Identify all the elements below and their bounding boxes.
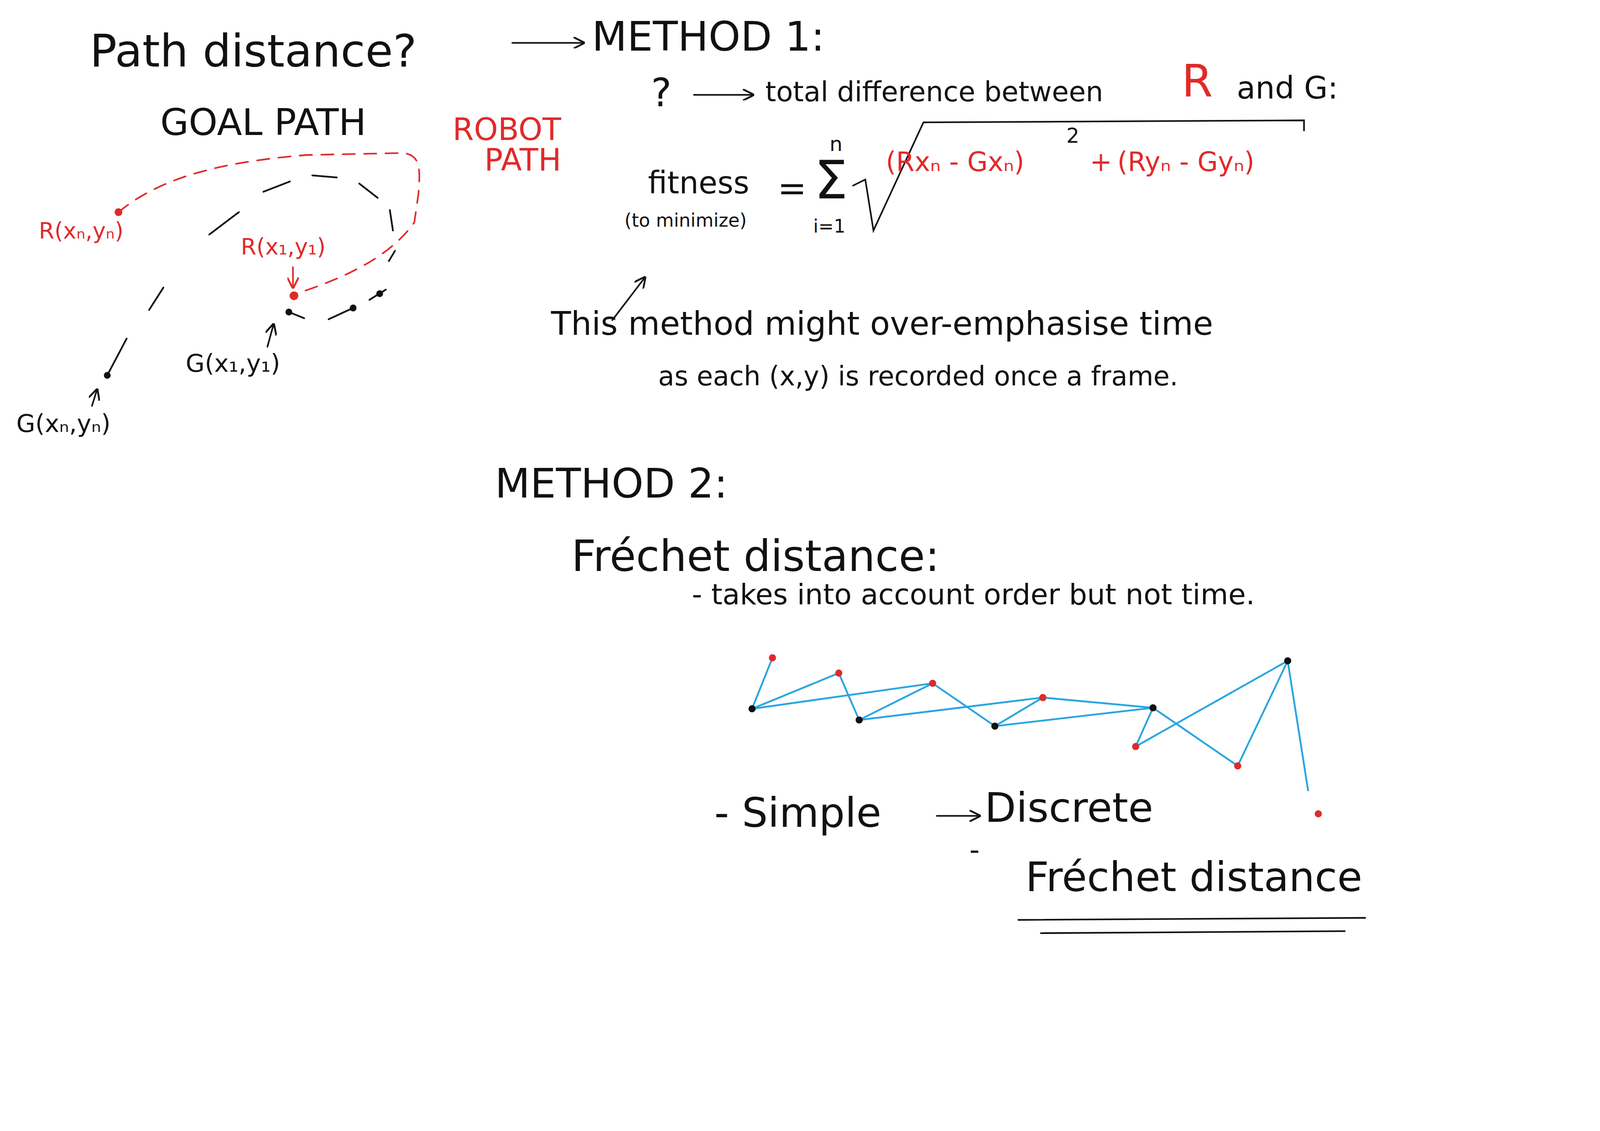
note-text: as each (x,y) is recorded once a frame. — [658, 362, 1179, 392]
formula-index: i=1 — [813, 216, 846, 237]
formula-term: (Rxₙ - Gxₙ) — [885, 147, 1025, 178]
question-mark: ? — [651, 71, 672, 115]
section-heading: METHOD 1: — [591, 14, 825, 59]
note-text: - — [969, 834, 980, 867]
point-label: R(xₙ,yₙ) — [38, 218, 124, 244]
formula-note: (to minimize) — [624, 210, 747, 231]
note-text: Discrete — [984, 785, 1153, 831]
path-label: GOAL PATH — [160, 102, 367, 143]
robot-path — [115, 152, 420, 300]
formula-exponent: 2 — [1066, 124, 1079, 147]
goal-path — [104, 175, 395, 379]
note-text: and G: — [1236, 71, 1339, 106]
formula-term: (Ryₙ - Gyₙ) — [1117, 147, 1255, 178]
note-text: This method might over-emphasise time — [551, 306, 1214, 343]
formula-symbol: = — [777, 169, 807, 208]
root-sign — [853, 120, 1304, 231]
point-label: G(x₁,y₁) — [185, 349, 281, 377]
note-text: total difference between — [765, 76, 1104, 107]
path-label: ROBOT PATH — [420, 114, 562, 176]
sum-symbol: Σ — [814, 151, 848, 210]
section-heading: METHOD 2: — [495, 461, 728, 506]
page-title: Path distance? — [89, 26, 417, 76]
formula-term: fitness — [647, 166, 750, 201]
note-text: - Simple — [714, 790, 882, 836]
point-label: G(xₙ,yₙ) — [16, 410, 111, 438]
note-text: - takes into account order but not time. — [691, 579, 1255, 611]
method-name: Fréchet distance: — [571, 532, 940, 580]
formula-symbol: + — [1089, 147, 1113, 178]
arrows — [92, 42, 980, 817]
underline — [1018, 918, 1366, 934]
method-name: Fréchet distance — [1025, 854, 1363, 900]
point-label: R(x₁,y₁) — [240, 234, 326, 260]
robot-letter: R — [1181, 56, 1213, 106]
